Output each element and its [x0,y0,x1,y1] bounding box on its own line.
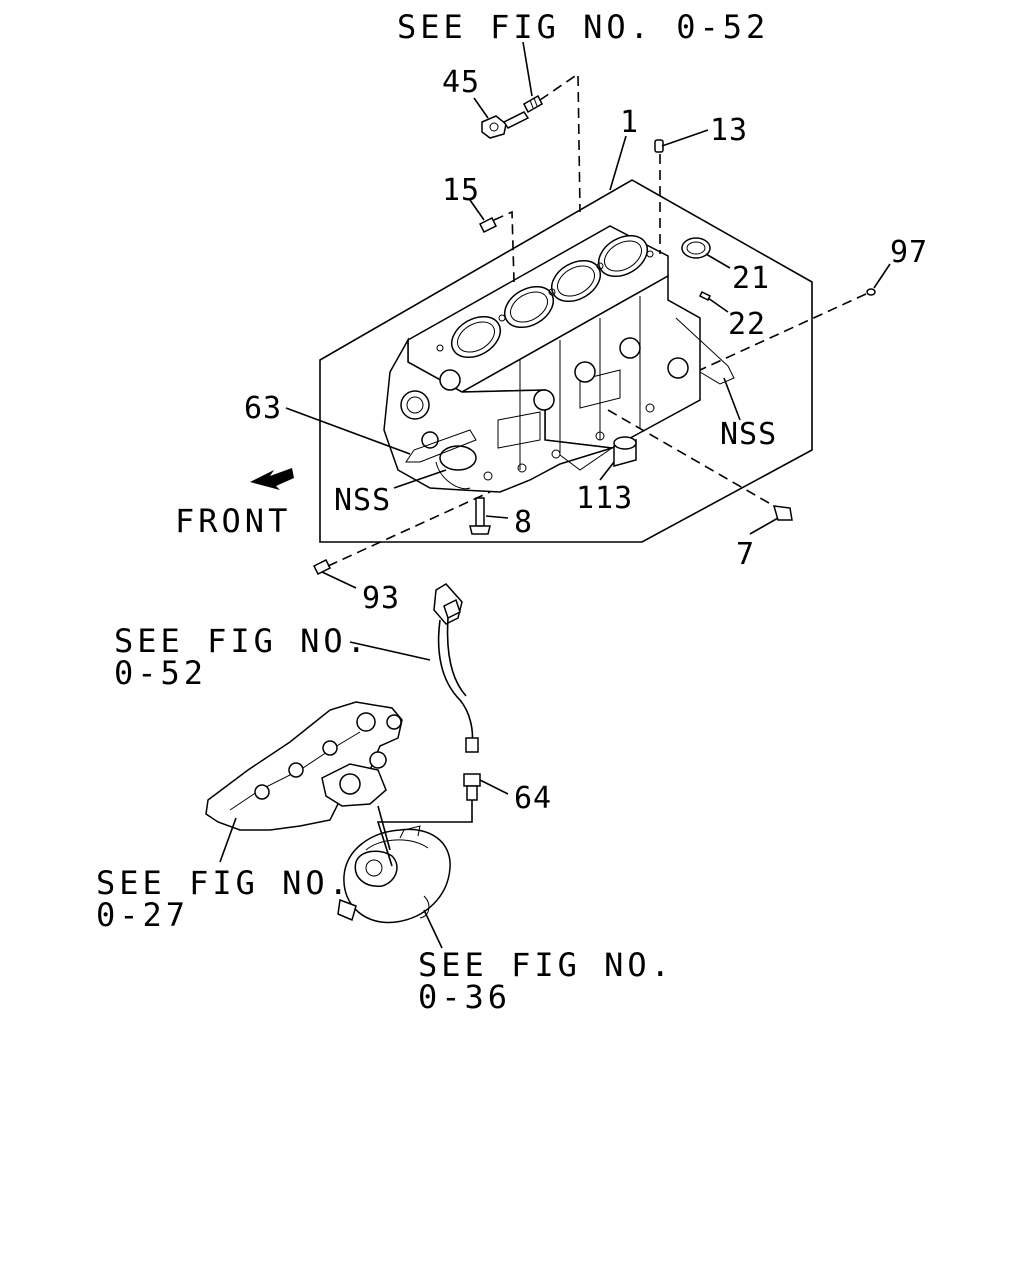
bolt-top [523,94,543,114]
turbocharger [337,805,451,924]
callout-nss-right: NSS [720,417,777,452]
bolt-part-7 [772,505,793,521]
callout-nss-left: NSS [334,483,391,518]
callout-93: 93 [362,581,400,616]
cylinder-block [383,225,735,493]
ref-manifold-line1: SEE FIG NO. [96,864,352,902]
callout-1: 1 [620,105,639,140]
callout-21: 21 [732,261,770,296]
callout-15: 15 [442,173,480,208]
callout-113: 113 [576,481,633,516]
callout-97: 97 [890,235,928,270]
ref-sensor-line2: 0-52 [114,654,207,692]
sensor-part-45 [481,111,530,139]
leader-lines [219,41,891,949]
assembly-boundary [319,179,813,543]
callout-63: 63 [244,391,282,426]
arrow-front-icon [250,468,294,490]
callout-7: 7 [736,537,755,572]
cap-part-21 [681,237,711,259]
bolt-part-15 [478,216,498,234]
fitting-part-64 [463,773,481,801]
callout-13: 13 [710,113,748,148]
callout-8: 8 [514,505,533,540]
cap-part-113 [613,436,637,467]
ref-top-label: SEE FIG NO. 0-52 [397,8,769,46]
sensor-harness [433,583,479,753]
pin-part-22 [698,290,712,302]
bolt-part-8 [469,497,491,535]
ref-turbo-line2: 0-36 [418,978,511,1016]
ref-manifold-line2: 0-27 [96,896,189,934]
front-label: FRONT [175,502,291,540]
ref-sensor-line1: SEE FIG NO. [114,622,370,660]
callout-22: 22 [728,307,766,342]
callout-45: 45 [442,65,480,100]
callout-64: 64 [514,781,552,816]
ref-turbo-line1: SEE FIG NO. [418,946,674,984]
exhaust-manifold [205,701,403,831]
plug-part-97 [866,288,876,296]
pin-part-93 [312,558,332,576]
plug-part-13 [654,139,664,153]
